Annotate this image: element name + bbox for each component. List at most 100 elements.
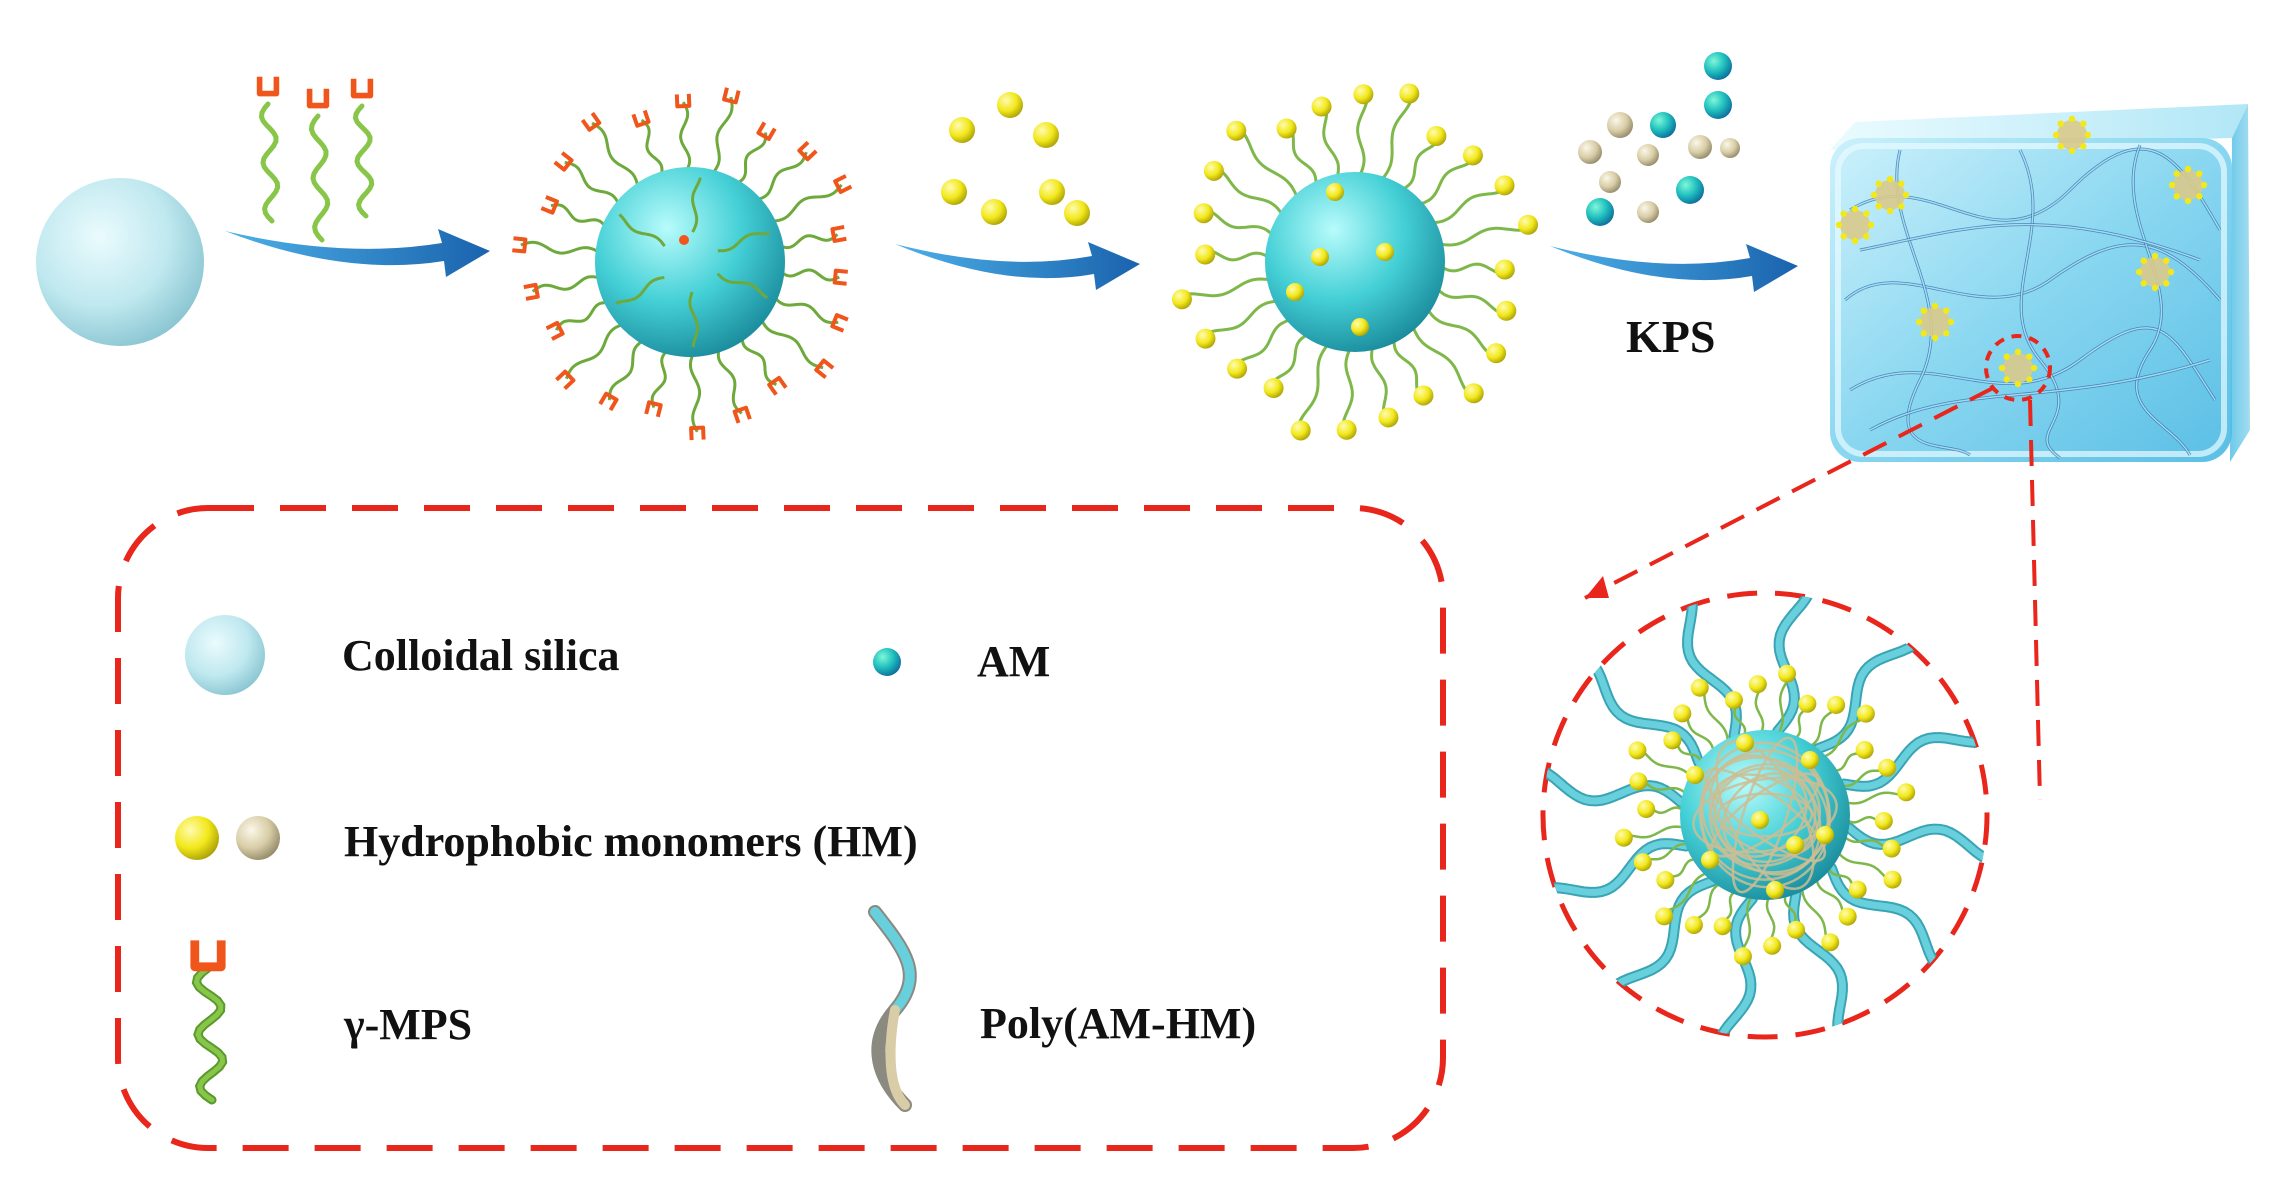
mps-head xyxy=(545,320,565,341)
monomer-mixture-group xyxy=(1578,52,1740,226)
mps-chain xyxy=(607,338,646,401)
mps-chain xyxy=(565,322,625,380)
crosslink-hm xyxy=(2163,257,2170,264)
arrow-shape xyxy=(895,242,1140,290)
mps-chain-icon xyxy=(352,103,375,219)
network-strand-highlight xyxy=(1849,327,2216,401)
hm-sphere xyxy=(1787,920,1806,939)
mps-head xyxy=(631,109,651,128)
mps-head-shape xyxy=(722,87,741,105)
mps-head-shape xyxy=(830,313,849,333)
hm-sphere-icon xyxy=(1033,122,1059,148)
hm-sphere xyxy=(1724,691,1743,710)
mps-head-icon xyxy=(350,78,374,99)
arrow-1 xyxy=(225,229,490,277)
mps-head-shape xyxy=(832,268,849,286)
surface-chain xyxy=(618,213,666,248)
crosslink-hm xyxy=(1886,175,1894,183)
mps-chain xyxy=(734,132,768,186)
mps-head-shape xyxy=(631,109,651,128)
surface-hm xyxy=(1326,183,1344,201)
crosslink-core xyxy=(2057,120,2087,150)
mps-reagent-group xyxy=(256,76,375,243)
crosslink-hm xyxy=(2052,131,2060,139)
chain xyxy=(1430,187,1507,225)
crosslink-hm xyxy=(1851,237,1859,245)
mps-head xyxy=(832,268,849,286)
hm-sphere-icon xyxy=(1064,200,1090,226)
crosslink-hm xyxy=(1898,180,1905,187)
mps-head-shape xyxy=(598,391,619,412)
crosslink-hm xyxy=(2084,131,2092,139)
crosslink-hm xyxy=(2184,165,2192,173)
crosslink-hm xyxy=(1875,180,1882,187)
silica-core-icon xyxy=(595,167,785,357)
mps-head-icon xyxy=(256,76,280,97)
legend-colloidal-silica-label: Colloidal silica xyxy=(342,631,620,680)
crosslink-hm xyxy=(2196,193,2203,200)
surface-hm xyxy=(1311,248,1329,266)
hm-sphere-icon xyxy=(949,117,975,143)
network-strand-highlight xyxy=(1859,223,2201,261)
mps-head xyxy=(756,121,777,141)
mps-grafted-silica xyxy=(512,87,853,441)
hm-sphere xyxy=(1713,917,1732,936)
mps-head xyxy=(830,313,849,333)
hm-sphere xyxy=(1276,118,1297,139)
hm-sphere xyxy=(1883,870,1902,889)
hm-sphere xyxy=(1462,145,1483,166)
hm-sphere xyxy=(1193,203,1214,224)
mps-chain xyxy=(650,348,670,409)
crosslink-hm xyxy=(1920,307,1927,314)
hm-sphere xyxy=(1778,664,1797,683)
crosslink-hm xyxy=(2163,280,2170,287)
tan-wrap xyxy=(1692,736,1838,894)
hm-sphere xyxy=(1748,675,1767,694)
mps-head-shape xyxy=(190,940,226,972)
hm-chain xyxy=(1800,886,1829,944)
mps-chain xyxy=(755,151,808,202)
mps-head xyxy=(767,375,788,396)
hm-sphere xyxy=(1856,704,1875,723)
hm-sphere xyxy=(1848,880,1867,899)
legend-poly-label: Poly(AM-HM) xyxy=(980,999,1257,1048)
hm-sphere xyxy=(1897,783,1916,802)
monomer-sphere-icon xyxy=(1637,201,1659,223)
mps-chain xyxy=(679,101,692,173)
zoom-line-right xyxy=(2028,399,2042,801)
crosslink-hm xyxy=(1886,207,1894,215)
surface-hm xyxy=(1376,243,1394,261)
mps-head-shape xyxy=(833,174,853,194)
mps-chain xyxy=(772,294,839,325)
chain xyxy=(1439,262,1505,275)
hm-chain xyxy=(1738,894,1754,957)
surface-hm xyxy=(1766,881,1784,899)
colloidal-silica-sphere xyxy=(36,178,204,346)
chain xyxy=(1205,249,1271,262)
network-strand-highlight xyxy=(2132,144,2191,456)
crosslink-hm xyxy=(1943,330,1950,337)
zoom-line-left xyxy=(1584,386,1994,600)
poly-chain xyxy=(1827,864,1951,979)
surface-hm xyxy=(1286,283,1304,301)
hm-sphere xyxy=(1838,907,1857,926)
poly-chain xyxy=(1774,593,1816,735)
crosslink-hm xyxy=(2151,284,2159,292)
mps-head xyxy=(540,195,559,215)
hm-sphere xyxy=(1874,811,1893,830)
chain xyxy=(1322,105,1340,179)
poly-chain xyxy=(1543,840,1690,897)
hm-sphere xyxy=(1463,383,1484,404)
crosslink-hm xyxy=(1863,210,1870,217)
chain xyxy=(1370,345,1388,419)
mps-chain xyxy=(555,301,610,331)
poly-legend-icon xyxy=(868,905,917,1112)
monomer-sphere-icon xyxy=(1599,171,1621,193)
crosslink-hm xyxy=(2057,120,2064,127)
hm-sphere xyxy=(1655,907,1674,926)
silica-core-icon xyxy=(1265,172,1445,352)
mps-chain xyxy=(740,335,777,386)
crosslink-core xyxy=(1840,210,1870,240)
network-strand-highlight xyxy=(1844,243,2221,301)
crosslink-hm xyxy=(2080,120,2087,127)
